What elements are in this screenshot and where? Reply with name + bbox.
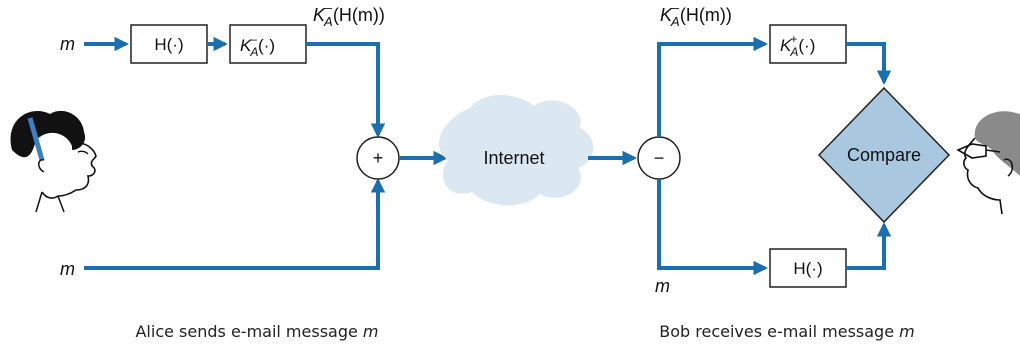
alice-signature-label: KA–(H(m)) — [313, 0, 385, 29]
bob-hash-label: H(·) — [793, 259, 822, 278]
decrypt-to-compare-arrow — [846, 42, 892, 85]
alice-private-key-label: KA–(·) — [240, 32, 275, 59]
signature-to-combiner-arrow — [306, 42, 386, 138]
alice-caption: Alice sends e-mail message m — [135, 322, 378, 341]
alice-message-label-top: m — [60, 34, 75, 54]
bob-public-key-label: KA+(·) — [780, 32, 815, 59]
bob-face-icon — [956, 111, 1020, 215]
alice-message-label-bottom: m — [60, 259, 75, 279]
alice-face-icon — [10, 110, 97, 213]
bob-hash-box — [769, 248, 847, 288]
combiner-symbol: + — [373, 148, 384, 168]
hash-to-compare-arrow — [846, 222, 892, 270]
splitter-symbol: − — [654, 148, 665, 168]
internet-label: Internet — [483, 148, 544, 168]
bob-signature-label: KA–(H(m)) — [660, 0, 732, 29]
compare-diamond — [817, 86, 951, 224]
bob-message-label: m — [655, 276, 670, 296]
message-to-combiner-arrow — [84, 178, 386, 270]
bob-caption: Bob receives e-mail message m — [659, 322, 914, 341]
compare-label: Compare — [847, 145, 921, 165]
cloud-icon — [439, 94, 594, 206]
alice-hash-label: H(·) — [154, 35, 183, 54]
bob-public-key-box — [769, 24, 847, 64]
splitter-to-hash-arrow — [657, 179, 768, 276]
splitter-to-decrypt-arrow — [657, 36, 768, 137]
